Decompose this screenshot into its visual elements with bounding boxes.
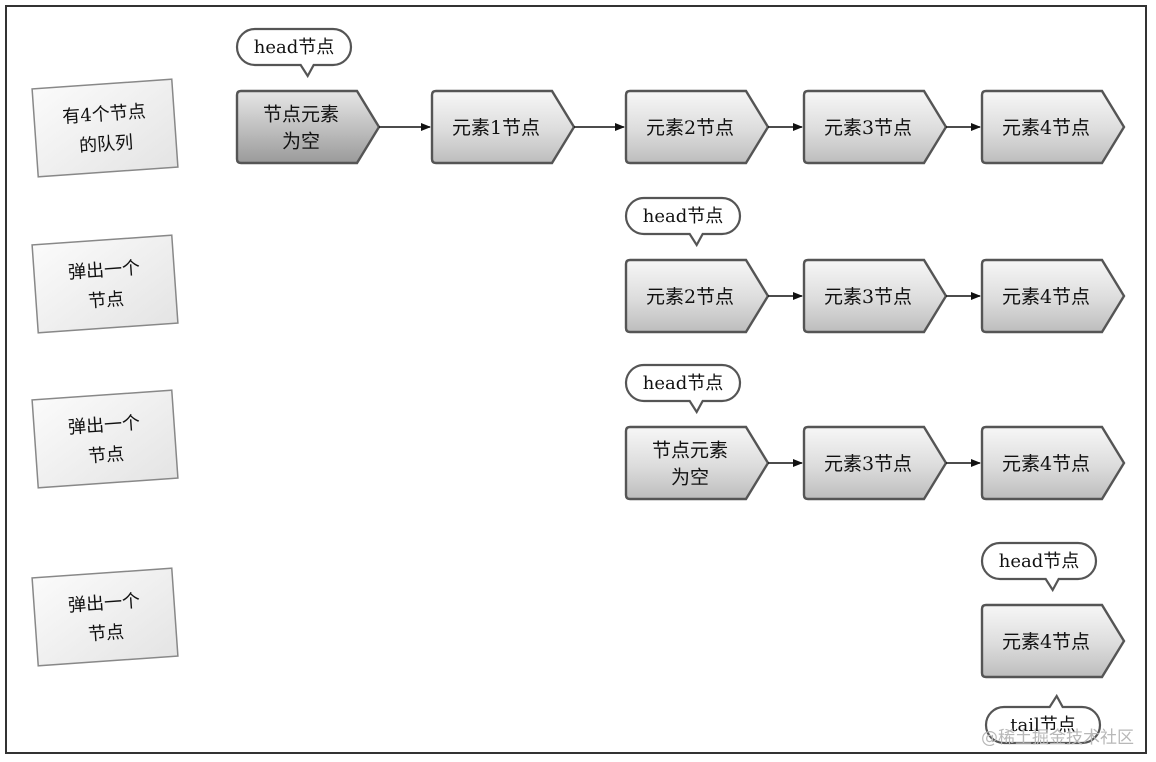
row-note-card [31,234,179,334]
queue-node-shape [802,258,948,334]
queue-node: 元素4节点 [980,258,1126,334]
row-note-text: 的队列 [78,132,133,157]
row-note-text: 节点 [87,622,124,645]
queue-node-shape [980,425,1126,501]
queue-node-label: 元素4节点 [1002,286,1090,308]
queue-node: 元素3节点 [802,258,948,334]
head-pointer-bubble-label: head节点 [643,206,724,227]
queue-node-shape [802,89,948,165]
queue-node-label: 节点元素 [263,104,339,126]
head-pointer-bubble-shape [980,541,1098,593]
queue-row-3: 弹出一个节点节点元素为空元素3节点元素4节点head节点 [31,363,1126,501]
queue-node-label: 元素2节点 [646,117,734,139]
head-pointer-bubble: head节点 [624,363,742,415]
head-pointer-bubble-label: head节点 [254,37,335,58]
queue-node: 元素3节点 [802,89,948,165]
tail-pointer-bubble: tail节点 [984,693,1102,745]
queue-node-label: 为空 [282,131,320,153]
queue-row-1: 有4个节点的队列节点元素为空元素1节点元素2节点元素3节点元素4节点head节点 [31,27,1126,178]
queue-node-shape [430,89,576,165]
queue-node-label: 元素4节点 [1002,453,1090,475]
queue-node-shape [624,258,770,334]
queue-node-label: 元素2节点 [646,286,734,308]
queue-node-shape [980,258,1126,334]
queue-node: 元素1节点 [430,89,576,165]
head-pointer-bubble: head节点 [235,27,353,79]
queue-node: 元素2节点 [624,258,770,334]
queue-node-label: 元素1节点 [452,117,540,139]
head-pointer-bubble: head节点 [980,541,1098,593]
queue-node-label: 元素4节点 [1002,117,1090,139]
queue-node-shape [980,89,1126,165]
row-note-card [31,78,179,178]
row-note-text: 弹出一个 [67,591,140,617]
queue-node: 元素4节点 [980,425,1126,501]
queue-node-label: 元素4节点 [1002,631,1090,653]
tail-pointer-bubble-label: tail节点 [1010,715,1075,736]
queue-node: 元素3节点 [802,425,948,501]
queue-node-label: 节点元素 [652,440,728,462]
row-note-text: 节点 [87,444,124,467]
queue-node-shape [624,425,770,501]
tail-pointer-bubble-shape [984,693,1102,745]
queue-node-shape [235,89,381,165]
queue-node-label: 元素3节点 [824,286,912,308]
head-pointer-bubble-label: head节点 [999,551,1080,572]
queue-node-shape [980,603,1126,679]
queue-node-label: 为空 [671,467,709,489]
row-note-card [31,389,179,489]
head-pointer-bubble-shape [624,363,742,415]
queue-node-shape [624,89,770,165]
queue-node-label: 元素3节点 [824,117,912,139]
queue-node-label: 元素3节点 [824,453,912,475]
row-note-text: 节点 [87,289,124,312]
head-pointer-bubble-label: head节点 [643,373,724,394]
watermark: @稀土掘金技术社区 [981,728,1134,748]
queue-row-4: 弹出一个节点元素4节点head节点tail节点 [31,541,1126,745]
diagram-frame [5,5,1147,754]
head-pointer-bubble: head节点 [624,196,742,248]
row-note-card [31,567,179,667]
row-note-text: 弹出一个 [67,413,140,439]
queue-node: 元素2节点 [624,89,770,165]
queue-node-shape [802,425,948,501]
queue-node: 元素4节点 [980,603,1126,679]
queue-node: 元素4节点 [980,89,1126,165]
row-note-text: 弹出一个 [67,258,140,284]
head-pointer-bubble-shape [624,196,742,248]
queue-row-2: 弹出一个节点元素2节点元素3节点元素4节点head节点 [31,196,1126,334]
head-pointer-bubble-shape [235,27,353,79]
